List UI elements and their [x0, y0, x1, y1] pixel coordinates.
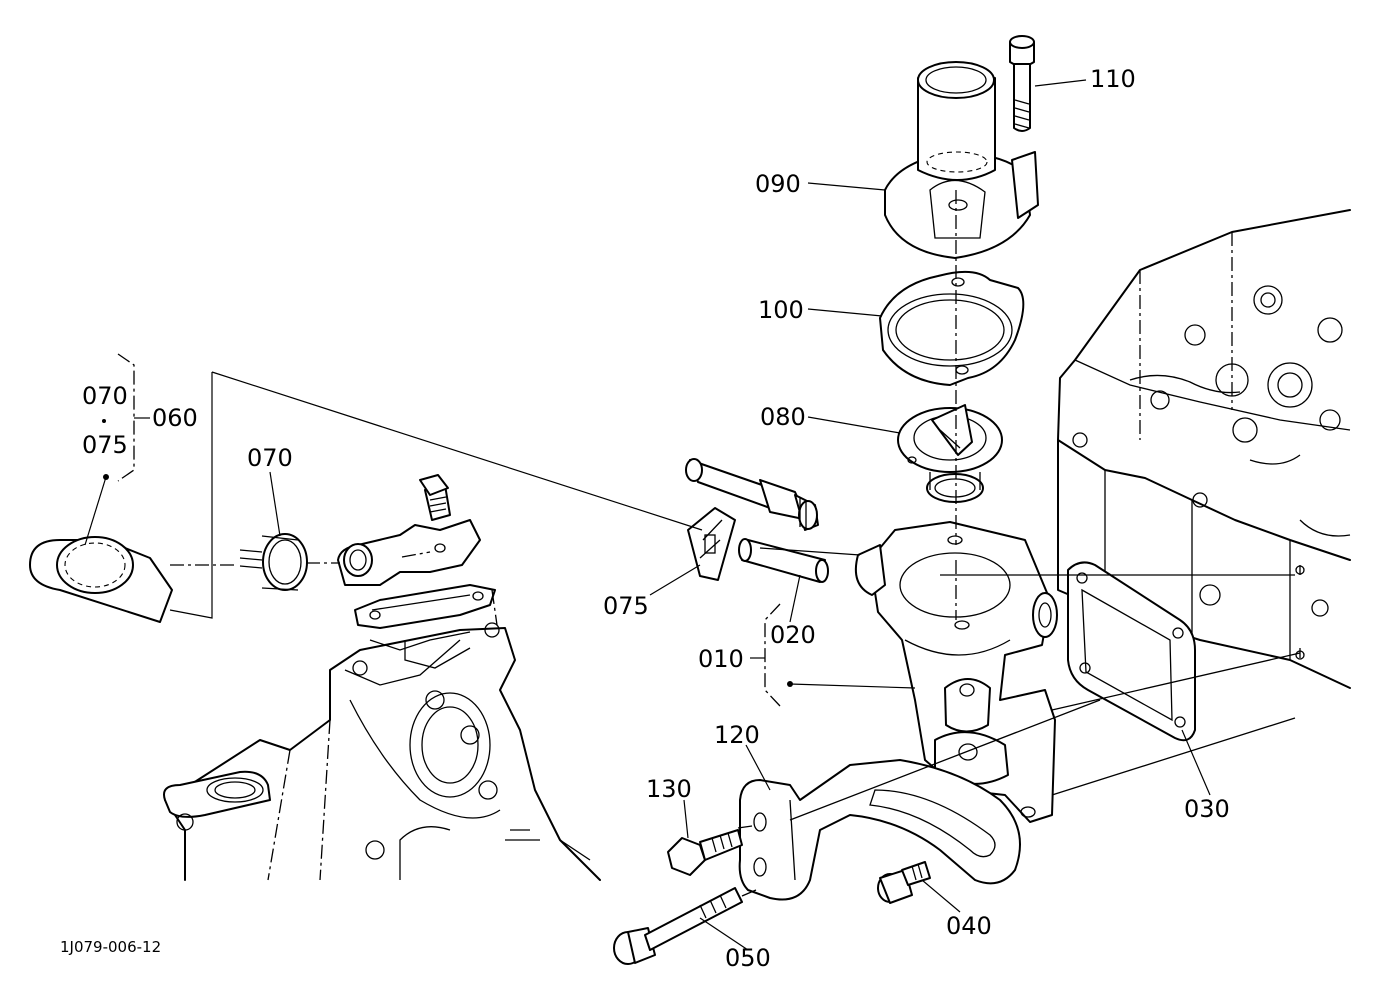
bolt-040-drawing	[877, 861, 931, 904]
pipe-020-drawing	[738, 538, 829, 583]
callout-075-group: 075	[82, 431, 128, 459]
gasket-030-drawing	[1067, 561, 1196, 742]
callout-010: 010	[698, 645, 744, 673]
diagram-id: 1J079-006-12	[60, 938, 161, 956]
group-bracket-010	[750, 603, 781, 707]
bracket-120-drawing	[738, 759, 1021, 901]
callout-080: 080	[760, 403, 806, 431]
bolt-110-drawing	[1009, 35, 1035, 132]
callout-060: 060	[152, 404, 198, 432]
group-bracket-060	[102, 353, 150, 482]
water-hose-drawing	[29, 536, 173, 623]
hose-clamp-drawing	[239, 533, 308, 591]
water-flange-drawing	[337, 474, 481, 586]
callout-070-group: 070	[82, 382, 128, 410]
callout-050: 050	[725, 944, 771, 972]
callout-100: 100	[758, 296, 804, 324]
bolt-050-drawing	[613, 887, 743, 965]
callout-040: 040	[946, 912, 992, 940]
callout-070: 070	[247, 444, 293, 472]
clip-075-drawing	[687, 507, 736, 581]
callout-030: 030	[1184, 795, 1230, 823]
thermostat-housing-drawing	[854, 521, 1058, 823]
callout-120: 120	[714, 721, 760, 749]
callout-130: 130	[646, 775, 692, 803]
callout-075: 075	[603, 592, 649, 620]
callout-020: 020	[770, 621, 816, 649]
water-pump-body-drawing	[163, 622, 601, 881]
gasket-100-drawing	[879, 270, 1025, 386]
leader-lines	[84, 79, 1211, 951]
thermostat-080-drawing	[897, 404, 1003, 503]
assembly-lines	[169, 190, 1305, 897]
bolt-130-drawing	[667, 829, 743, 876]
pipe-fitting-drawing	[685, 458, 819, 531]
callout-090: 090	[755, 170, 801, 198]
thermostat-cover-drawing	[884, 61, 1039, 259]
flange-gasket-drawing	[354, 584, 496, 629]
cylinder-head-drawing	[1057, 209, 1351, 689]
callout-110: 110	[1090, 65, 1136, 93]
